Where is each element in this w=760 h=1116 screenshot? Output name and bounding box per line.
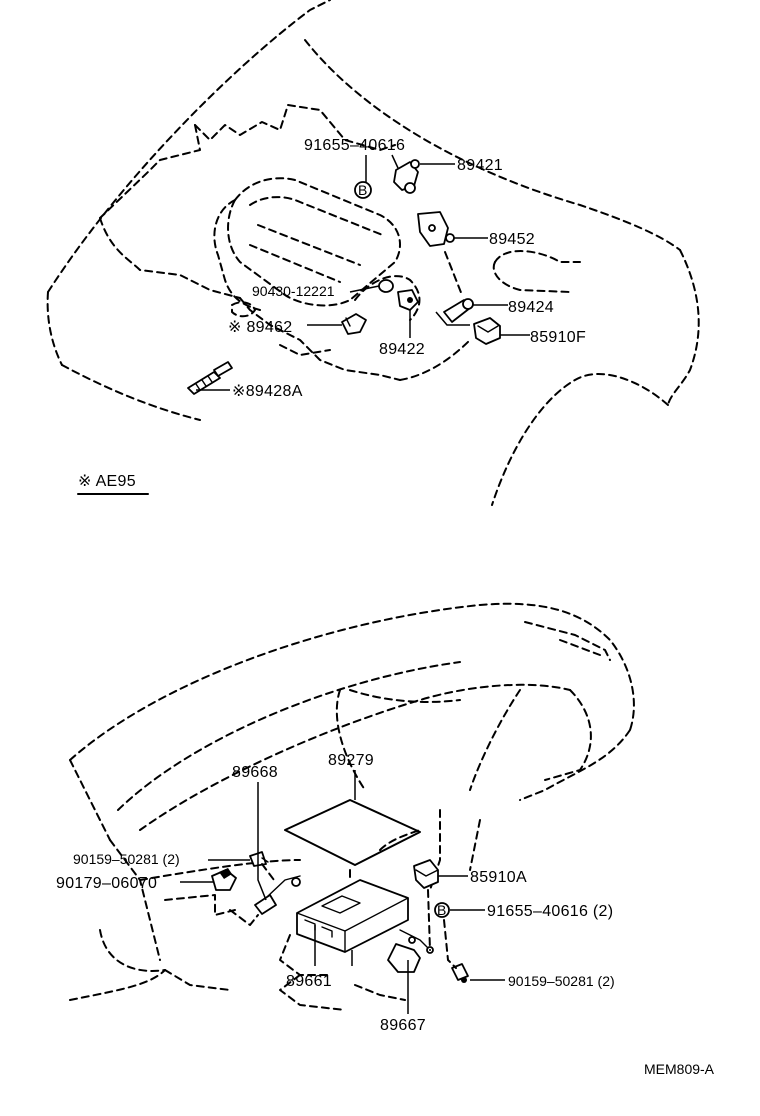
figure-id: MEM809-A <box>644 1061 715 1077</box>
engine-compartment-outline <box>46 0 700 506</box>
sensor-89428A[interactable] <box>187 361 233 395</box>
bolt-symbol-letter-bottom: B <box>437 902 446 918</box>
label-89279: 89279 <box>328 752 374 769</box>
label-89422: 89422 <box>379 341 425 358</box>
label-89462: ※ 89462 <box>228 319 292 336</box>
clip-90179[interactable] <box>211 868 237 891</box>
sensor-89421[interactable] <box>393 159 420 194</box>
relay-85910F[interactable] <box>473 317 501 345</box>
label-90430-12221: 90430-12221 <box>252 283 335 299</box>
label-90159-50281-right: 90159–50281 (2) <box>508 973 615 989</box>
label-91655-40616-bottom: 91655–40616 (2) <box>487 903 613 920</box>
bracket-89668[interactable] <box>254 875 301 915</box>
label-85910A: 85910A <box>470 869 527 886</box>
bolt-symbol-top[interactable]: B <box>354 181 372 199</box>
label-91655-40616-top: 91655–40616 <box>304 137 405 154</box>
washer-90430[interactable] <box>378 279 394 293</box>
switch-89424[interactable] <box>443 298 474 323</box>
bracket-89452[interactable] <box>417 211 455 247</box>
sensor-89422[interactable] <box>397 289 419 311</box>
label-89428A: ※89428A <box>232 383 303 400</box>
bottom-leader-lines <box>180 770 505 1014</box>
label-89424: 89424 <box>508 299 554 316</box>
label-89452: 89452 <box>489 231 535 248</box>
bolt-symbol-letter: B <box>358 182 367 198</box>
note-ae95-text: ※ AE95 <box>78 473 136 490</box>
dashboard-outline <box>69 602 635 1011</box>
bracket-89667[interactable] <box>387 929 434 973</box>
label-90179-06070: 90179–06070 <box>56 875 157 892</box>
note-ae95: ※ AE95 <box>77 473 149 495</box>
label-90159-50281-left: 90159–50281 (2) <box>73 851 180 867</box>
relay-85910A[interactable] <box>413 859 439 889</box>
sensor-89462[interactable] <box>341 313 367 335</box>
screw-90159-left[interactable] <box>249 851 269 867</box>
label-89661: 89661 <box>286 973 332 990</box>
label-85910F: 85910F <box>530 329 586 346</box>
top-leader-lines <box>196 154 530 391</box>
bolt-symbol-bottom[interactable]: B <box>434 902 450 918</box>
label-89421: 89421 <box>457 157 503 174</box>
label-89667: 89667 <box>380 1017 426 1034</box>
ecu-89661[interactable] <box>296 879 409 953</box>
engine-block <box>213 177 421 321</box>
label-89668: 89668 <box>232 764 278 781</box>
ecu-cover-89279[interactable] <box>284 799 421 866</box>
